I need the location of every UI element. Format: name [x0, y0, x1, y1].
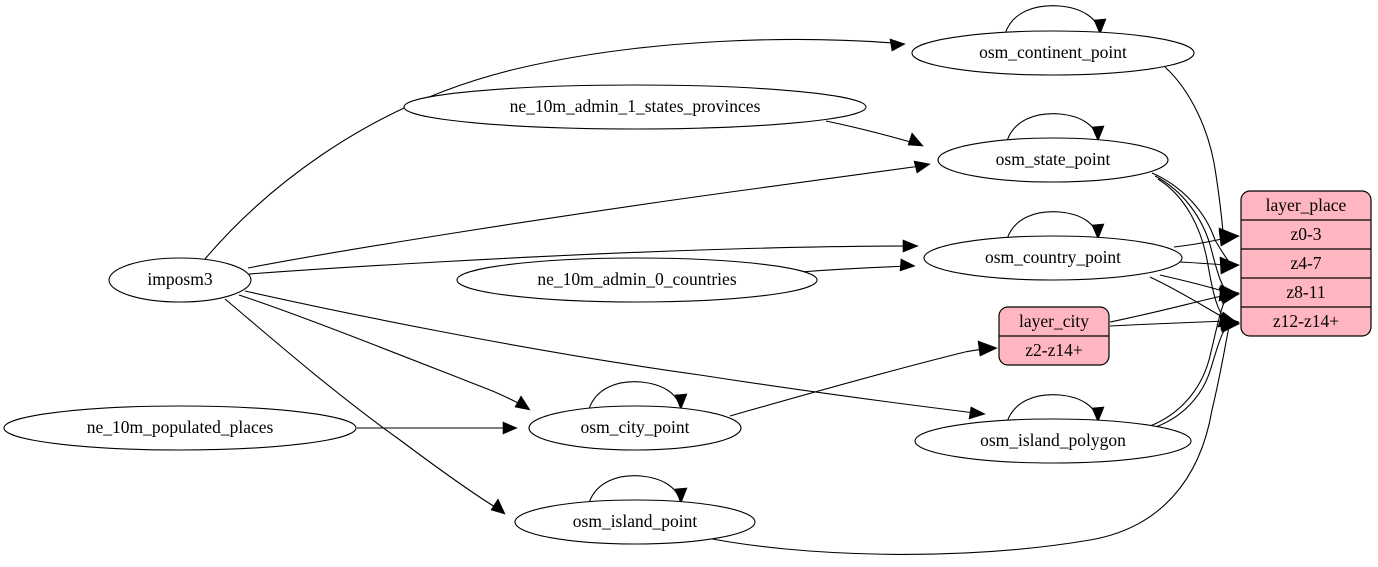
selfloop-osm-state-point — [1006, 113, 1099, 142]
record-layer-city[interactable]: layer_city z2-z14+ — [998, 306, 1110, 366]
edge-osm-country-point-to-layer-place-z4-7 — [1179, 261, 1227, 266]
arrowhead-selfloop-osm-country-point — [1091, 223, 1105, 240]
arrowhead-osm-continent-point-in — [889, 38, 906, 52]
node-osm-state-point-shape[interactable] — [937, 137, 1169, 183]
node-osm-country-point-label: osm_country_point — [985, 247, 1121, 267]
node-osm-island-polygon-label: osm_island_polygon — [980, 430, 1126, 450]
edge-imposm3-to-osm-country-point — [248, 245, 917, 275]
node-imposm3-label: imposm3 — [147, 269, 212, 289]
edge-osm-island-point-to-layer-place-z12 — [701, 326, 1230, 555]
edge-imposm3-to-osm-continent-point — [204, 38, 906, 260]
node-osm-country-point-shape[interactable] — [923, 235, 1183, 281]
arrowhead-selfloop-osm-island-polygon — [1091, 406, 1105, 423]
arrowhead-layer-place-z8-11-in-4 — [1218, 287, 1240, 305]
node-ne-countries-shape[interactable] — [456, 257, 818, 303]
arrowhead-osm-country-point-in-2 — [899, 258, 916, 272]
arrowhead-osm-country-point-in-1 — [902, 239, 919, 253]
arrowhead-selfloop-osm-city-point — [674, 393, 688, 410]
node-layer: imposm3 ne_10m_admin_1_states_provinces … — [3, 30, 1195, 545]
node-osm-continent-point-label: osm_continent_point — [979, 42, 1127, 62]
arrowhead-osm-state-point-in-1 — [913, 160, 931, 174]
arrowhead-layer-place-z0-3-in-2 — [1218, 229, 1240, 247]
edge-osm-country-point-to-layer-place-z8-11 — [1159, 274, 1227, 293]
node-ne-states-label: ne_10m_admin_1_states_provinces — [510, 96, 761, 116]
edge-layer — [204, 5, 1240, 555]
edge-osm-country-point-to-layer-place-z0-3 — [1173, 238, 1223, 248]
selfloop-osm-country-point — [1006, 211, 1099, 240]
edge-osm-continent-point-to-layer-place-z0-3 — [1164, 66, 1224, 234]
node-osm-city-point-shape[interactable] — [528, 405, 742, 451]
node-imposm3-shape[interactable] — [108, 257, 252, 303]
edge-ne-states-to-osm-state-point — [825, 120, 922, 146]
edge-osm-state-point-to-layer-place-z8-11 — [1154, 175, 1229, 293]
node-ne-10m-populated-places[interactable]: ne_10m_populated_places — [3, 405, 357, 451]
node-osm-state-point[interactable]: osm_state_point — [937, 137, 1169, 183]
record-layer: layer_place z0-3 z4-7 z8-11 z12-z14+ lay… — [998, 190, 1372, 366]
record-layer-place-box[interactable] — [1240, 190, 1372, 337]
record-layer-city-row-z2-z14[interactable]: z2-z14+ — [1025, 340, 1083, 360]
node-ne-10m-admin-0-countries[interactable]: ne_10m_admin_0_countries — [456, 257, 818, 303]
edge-imposm3-to-osm-island-point — [224, 298, 504, 513]
arrowhead-layer-place-z4-7-in-2 — [1219, 257, 1240, 275]
node-ne-states-shape[interactable] — [403, 84, 867, 130]
node-osm-city-point[interactable]: osm_city_point — [528, 405, 742, 451]
edge-osm-city-point-to-layer-city — [729, 351, 966, 417]
record-layer-place-row-z0-3[interactable]: z0-3 — [1290, 224, 1321, 244]
node-osm-country-point[interactable]: osm_country_point — [923, 235, 1183, 281]
arrowhead-selfloop-osm-island-point — [674, 487, 688, 504]
node-osm-city-point-label: osm_city_point — [581, 417, 690, 437]
node-imposm3[interactable]: imposm3 — [108, 257, 252, 303]
record-layer-city-title: layer_city — [1019, 311, 1089, 331]
edge-imposm3-to-osm-island-polygon — [244, 290, 984, 415]
edge-ne-countries-to-osm-country-point — [799, 265, 914, 273]
selfloop-osm-island-point — [588, 475, 681, 504]
node-ne-populated-shape[interactable] — [3, 405, 357, 451]
arrowhead-osm-island-polygon-in-1 — [968, 406, 986, 420]
selfloop-osm-continent-point — [1004, 5, 1101, 35]
node-osm-continent-point[interactable]: osm_continent_point — [911, 30, 1195, 76]
record-layer-place-row-z8-11[interactable]: z8-11 — [1286, 282, 1325, 302]
selfloop-osm-island-polygon — [1006, 394, 1099, 423]
arrowhead-osm-city-point-in-1 — [514, 395, 531, 411]
node-osm-island-point-label: osm_island_point — [573, 511, 698, 531]
arrowhead-osm-island-point-in-1 — [490, 498, 506, 515]
record-layer-place-row-z4-7[interactable]: z4-7 — [1290, 253, 1321, 273]
arrowhead-layer-city-z2-in — [977, 340, 998, 357]
edge-osm-island-polygon-to-layer-place-z12 — [1152, 324, 1229, 429]
arrowhead-selfloop-osm-continent-point — [1093, 18, 1107, 35]
arrowhead-layer-place-z12-in-5 — [1221, 315, 1240, 333]
node-osm-island-polygon[interactable]: osm_island_polygon — [914, 418, 1192, 464]
arrowhead-osm-state-point-in-2 — [907, 132, 924, 147]
edge-osm-island-polygon-to-layer-place-z8-11 — [1149, 297, 1227, 427]
node-ne-populated-label: ne_10m_populated_places — [87, 417, 274, 437]
record-layer-place[interactable]: layer_place z0-3 z4-7 z8-11 z12-z14+ — [1240, 190, 1372, 337]
edge-imposm3-to-osm-state-point — [247, 164, 929, 269]
arrowhead-selfloop-osm-state-point — [1091, 125, 1105, 142]
record-layer-place-row-z12-z14[interactable]: z12-z14+ — [1273, 311, 1339, 331]
edge-imposm3-to-osm-city-point — [238, 294, 529, 409]
node-osm-island-polygon-shape[interactable] — [914, 418, 1192, 464]
selfloop-osm-city-point — [588, 381, 681, 410]
edge-osm-city-point-to-layer-city-tail — [964, 348, 984, 353]
node-osm-island-point[interactable]: osm_island_point — [514, 499, 756, 545]
edge-layer-city-to-layer-place-z12 — [1109, 320, 1227, 327]
arrowhead-osm-city-point-in-2 — [502, 421, 518, 435]
node-osm-island-point-shape[interactable] — [514, 499, 756, 545]
node-ne-countries-label: ne_10m_admin_0_countries — [537, 269, 736, 289]
node-osm-state-point-label: osm_state_point — [996, 149, 1111, 169]
node-osm-continent-point-shape[interactable] — [911, 30, 1195, 76]
edge-osm-state-point-to-layer-place-z12 — [1157, 178, 1229, 322]
node-ne-10m-admin-1-states-provinces[interactable]: ne_10m_admin_1_states_provinces — [403, 84, 867, 130]
record-layer-place-title: layer_place — [1266, 195, 1347, 215]
edge-layer-city-to-layer-place-z8-11 — [1109, 294, 1227, 323]
